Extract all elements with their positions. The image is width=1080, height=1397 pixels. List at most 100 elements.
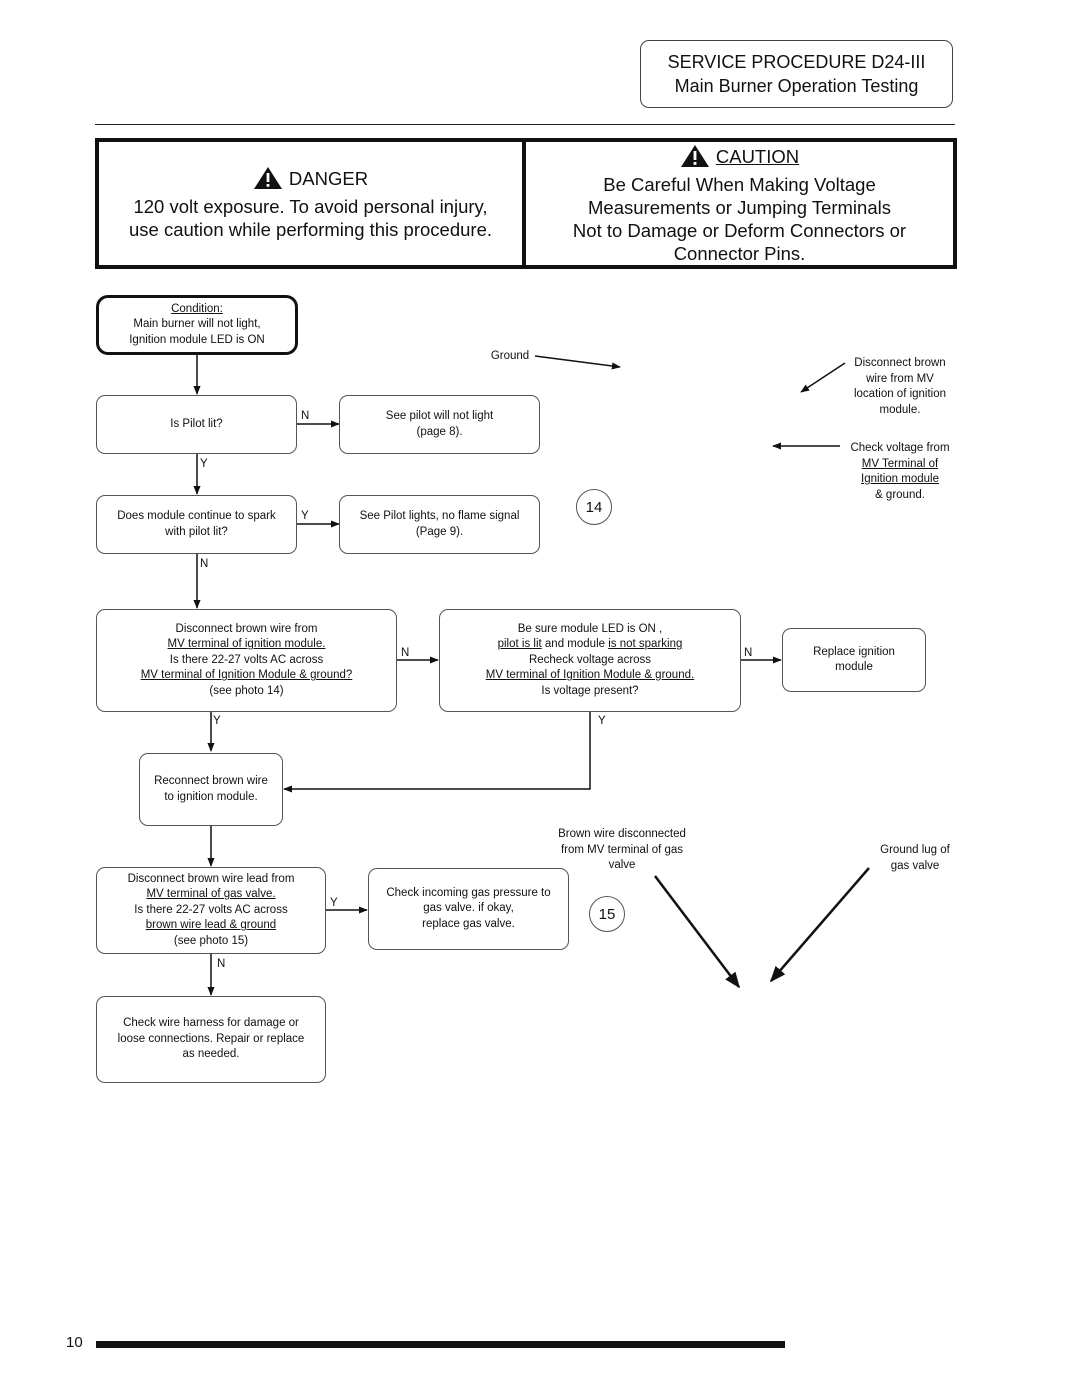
caution-title: CAUTION — [715, 145, 800, 167]
label-yes: Y — [200, 458, 208, 470]
pilot-lit-box: Is Pilot lit? — [96, 395, 297, 454]
check-voltage-line-1: Check voltage from — [850, 442, 950, 454]
caution-line-2: Measurements or Jumping Terminals — [588, 197, 891, 218]
pilot-lit-question: Is Pilot lit? — [170, 417, 223, 430]
procedure-title: SERVICE PROCEDURE D24-III — [667, 52, 926, 72]
disconnect-brown-callout: Disconnect brown wire from MV location o… — [838, 356, 962, 418]
check-pressure-line-1: Check incoming gas pressure to — [386, 886, 551, 899]
check-pressure-box: Check incoming gas pressure to gas valve… — [368, 868, 569, 950]
danger-line-2: use caution while performing this proced… — [129, 219, 492, 240]
be-sure-line-2: pilot is lit and module is not sparking — [498, 637, 683, 653]
disconnect-mv-line-4: MV terminal of Ignition Module & ground? — [140, 669, 353, 682]
danger-section: DANGER 120 volt exposure. To avoid perso… — [99, 166, 522, 241]
caution-line-1: Be Careful When Making Voltage — [603, 174, 876, 195]
reconnect-line-1: Reconnect brown wire — [154, 775, 268, 787]
photo-14-number: 14 — [585, 498, 603, 516]
brown-wire-line-2: from MV terminal of gas — [560, 843, 684, 856]
check-voltage-line-3: Ignition module — [861, 473, 939, 485]
arrow-brown-wire — [654, 875, 740, 989]
brown-wire-callout: Brown wire disconnected from MV terminal… — [536, 827, 708, 874]
disconnect-gas-line-1: Disconnect brown wire lead from — [127, 872, 295, 885]
be-sure-line-3: Recheck voltage across — [528, 653, 652, 666]
label-yes: Y — [301, 510, 309, 522]
disconnect-mv-line-5: (see photo 14) — [209, 684, 284, 697]
be-sure-box: Be sure module LED is ON , pilot is lit … — [439, 609, 741, 712]
condition-box: Condition: Main burner will not light, I… — [96, 295, 298, 355]
module-spark-box: Does module continue to spark with pilot… — [96, 495, 297, 554]
label-no: N — [744, 647, 753, 659]
procedure-header: SERVICE PROCEDURE D24-III Main Burner Op… — [640, 40, 953, 108]
check-pressure-line-2: gas valve. if okay, — [423, 902, 514, 915]
be-sure-line-5: Is voltage present? — [541, 684, 639, 697]
pilot-not-light-line-2: (page 8). — [416, 425, 463, 438]
no-flame-line-1: See Pilot lights, no flame signal — [359, 510, 520, 522]
danger-title: DANGER — [288, 167, 369, 189]
arrow-disconnect-brown — [800, 362, 846, 393]
be-sure-line-4: MV terminal of Ignition Module & ground. — [485, 669, 695, 682]
label-no: N — [200, 558, 209, 570]
replace-module-line-1: Replace ignition — [813, 645, 895, 658]
ground-lug-line-2: gas valve — [890, 859, 940, 872]
ground-callout: Ground — [490, 350, 530, 362]
check-voltage-callout: Check voltage from MV Terminal of Igniti… — [838, 441, 962, 503]
arrow-ground — [534, 355, 621, 370]
replace-module-line-2: module — [835, 661, 873, 673]
check-harness-line-3: as needed. — [182, 1048, 240, 1061]
pilot-not-light-box: See pilot will not light (page 8). — [339, 395, 540, 454]
ground-lug-callout: Ground lug of gas valve — [864, 843, 966, 874]
module-spark-line-2: with pilot lit? — [165, 525, 228, 538]
disconnect-brown-line-2: wire from MV — [866, 372, 934, 385]
brown-wire-line-1: Brown wire disconnected — [558, 828, 686, 840]
check-harness-line-2: loose connections. Repair or replace — [117, 1032, 305, 1045]
disconnect-mv-line-3: Is there 22-27 volts AC across — [169, 653, 324, 666]
pilot-not-light-line-1: See pilot will not light — [385, 410, 494, 422]
label-no: N — [401, 647, 410, 659]
check-voltage-line-2: MV Terminal of — [861, 457, 939, 470]
ground-lug-line-1: Ground lug of — [880, 844, 950, 856]
no-flame-line-2: (Page 9). — [415, 525, 464, 538]
label-yes: Y — [213, 715, 221, 727]
disconnect-gas-line-2: MV terminal of gas valve. — [146, 888, 276, 901]
be-sure-pilot-lit: pilot is lit — [497, 638, 542, 651]
condition-title: Condition: — [171, 302, 223, 315]
footer-bar — [96, 1341, 785, 1348]
label-yes: Y — [330, 897, 338, 909]
label-yes: Y — [598, 715, 606, 727]
disconnect-brown-line-4: module. — [879, 403, 921, 416]
module-spark-line-1: Does module continue to spark — [117, 510, 276, 522]
brown-wire-line-3: valve — [608, 859, 636, 871]
disconnect-gas-line-4: brown wire lead & ground — [145, 919, 277, 932]
disconnect-gas-box: Disconnect brown wire lead from MV termi… — [96, 867, 326, 954]
page-number: 10 — [66, 1334, 83, 1351]
procedure-subtitle: Main Burner Operation Testing — [674, 76, 919, 96]
photo-14-marker: 14 — [576, 489, 612, 525]
check-pressure-line-3: replace gas valve. — [422, 917, 515, 930]
header-rule — [95, 124, 955, 125]
warning-triangle-icon — [253, 167, 282, 189]
label-no: N — [217, 958, 226, 970]
photo-15-marker: 15 — [589, 896, 625, 932]
condition-line-2: Ignition module LED is ON — [129, 333, 265, 346]
disconnect-mv-line-2: MV terminal of ignition module. — [167, 638, 326, 651]
caution-line-3: Not to Damage or Deform Connectors or — [572, 220, 907, 241]
no-flame-box: See Pilot lights, no flame signal (Page … — [339, 495, 540, 554]
replace-module-box: Replace ignition module — [782, 628, 926, 692]
arrow-ground-lug — [769, 867, 870, 983]
be-sure-line-1: Be sure module LED is ON , — [517, 622, 663, 635]
photo-15-number: 15 — [598, 905, 616, 923]
warning-divider — [522, 138, 526, 269]
label-no: N — [301, 410, 310, 422]
disconnect-brown-line-3: location of ignition — [853, 388, 947, 400]
check-harness-box: Check wire harness for damage or loose c… — [96, 996, 326, 1083]
caution-section: CAUTION Be Careful When Making Voltage M… — [526, 144, 953, 265]
check-voltage-line-4: & ground. — [875, 488, 925, 501]
be-sure-and-module: and module — [541, 638, 609, 651]
be-sure-not-sparking: is not sparking — [608, 638, 683, 651]
arrow-besure-yes — [283, 712, 591, 793]
warning-panel — [95, 138, 957, 269]
reconnect-box: Reconnect brown wire to ignition module. — [139, 753, 283, 826]
warning-triangle-icon — [680, 145, 709, 167]
condition-line-1: Main burner will not light, — [133, 318, 261, 331]
disconnect-gas-line-5: (see photo 15) — [173, 934, 249, 947]
